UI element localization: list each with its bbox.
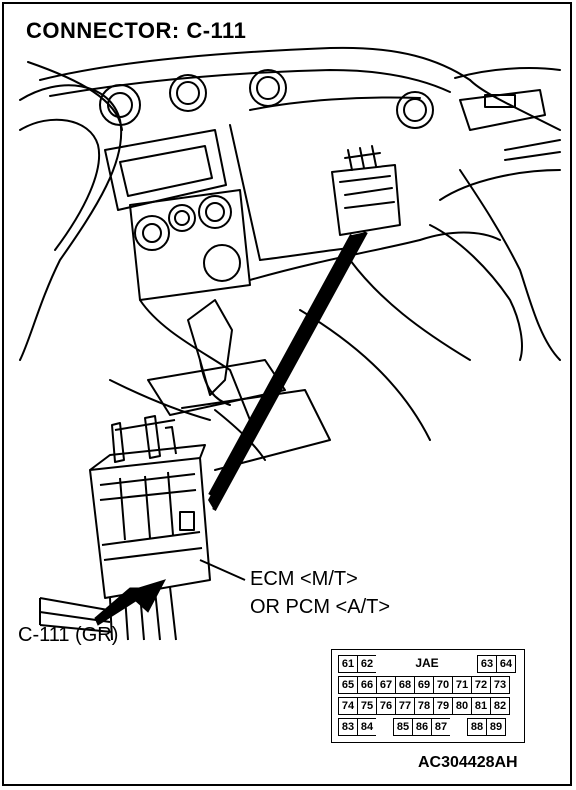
pin-cell: 65: [338, 676, 358, 694]
pin-cell: 71: [452, 676, 472, 694]
pin-cell: 63: [477, 655, 497, 673]
pin-cell: 67: [376, 676, 396, 694]
pin-cell: 88: [467, 718, 487, 736]
pin-cell: 66: [357, 676, 377, 694]
ecm-connector-illustration: [39, 415, 211, 641]
pin-cell: 64: [496, 655, 516, 673]
pin-cell: 68: [395, 676, 415, 694]
ecm-label: ECM <M/T>: [250, 568, 358, 590]
pin-cell: 79: [433, 697, 453, 715]
pin-cell: 86: [412, 718, 432, 736]
pin-cell: 73: [490, 676, 510, 694]
arrow-icon: [94, 579, 167, 626]
pin-cell: 61: [338, 655, 358, 673]
pcm-label: OR PCM <A/T>: [250, 596, 391, 618]
pin-cell: 87: [431, 718, 451, 736]
pin-cell: 83: [338, 718, 358, 736]
pin-cell: 69: [414, 676, 434, 694]
pin-cell: 75: [357, 697, 377, 715]
pin-cell: 81: [471, 697, 491, 715]
connector-pinout: 61 62 JAE 63 64 65 66 67 68 69 70 71 72 …: [331, 649, 525, 743]
pin-cell: 74: [338, 697, 358, 715]
connector-label: C-111 (GR): [18, 624, 119, 646]
pin-cell: 80: [452, 697, 472, 715]
pin-cell: 82: [490, 697, 510, 715]
pin-cell: 89: [486, 718, 506, 736]
pin-cell: 72: [471, 676, 491, 694]
connector-maker-label: JAE: [376, 655, 478, 673]
pin-gap: [376, 718, 394, 736]
pin-cell: 84: [357, 718, 377, 736]
pin-cell: 77: [395, 697, 415, 715]
figure-code: AC304428AH: [418, 754, 518, 771]
pin-cell: 70: [433, 676, 453, 694]
pin-cell: 78: [414, 697, 434, 715]
pin-cell: 85: [393, 718, 413, 736]
pin-cell: 76: [376, 697, 396, 715]
connector-title: CONNECTOR: C-111: [26, 18, 247, 43]
pin-cell: 62: [357, 655, 377, 673]
pin-gap: [450, 718, 468, 736]
